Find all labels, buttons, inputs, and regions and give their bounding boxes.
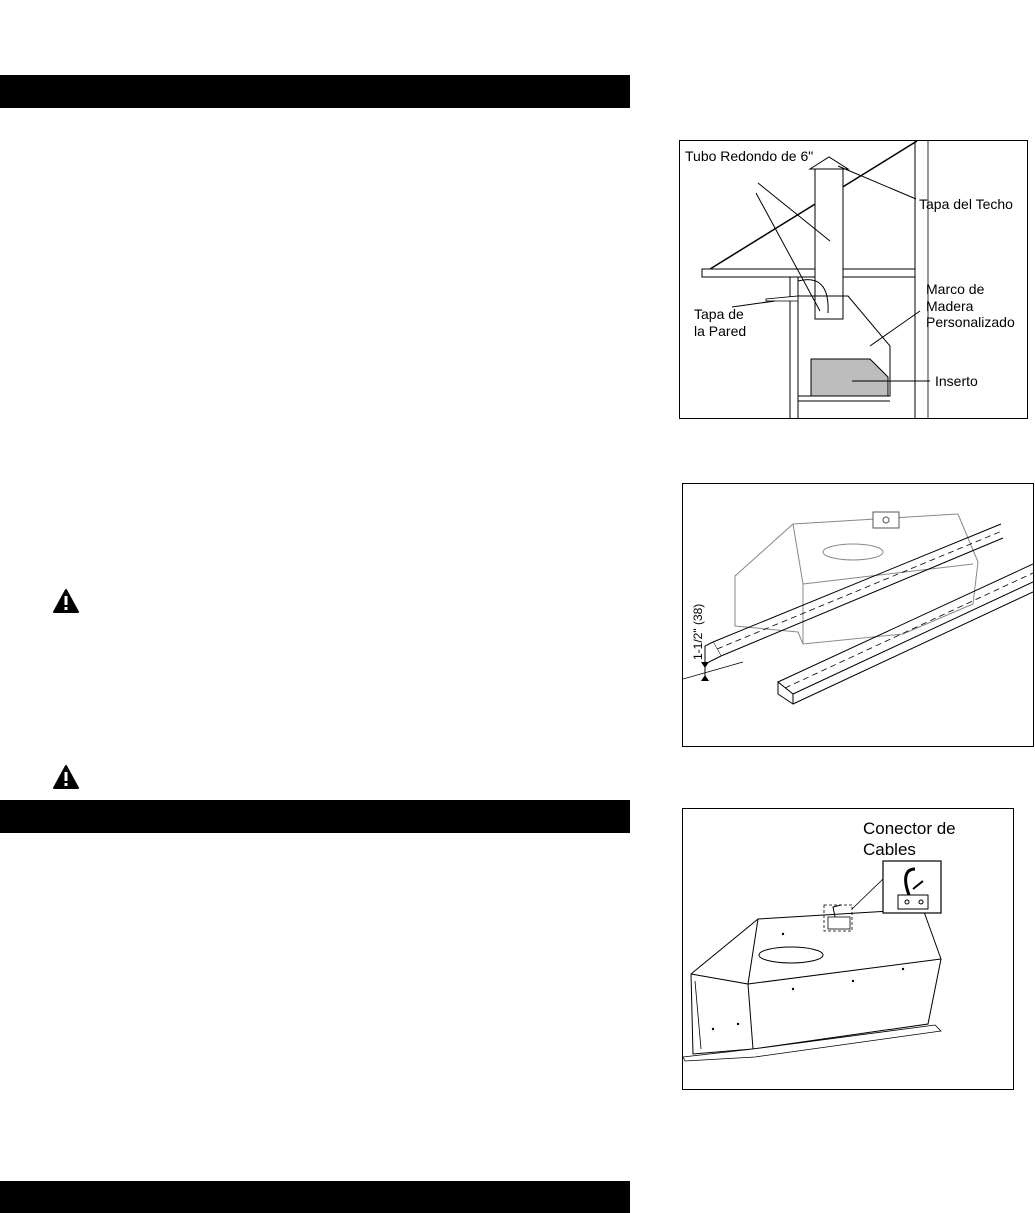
label-frame-2: Madera [926,298,974,314]
section-header-bar-1 [0,75,630,108]
warning-icon [53,589,79,613]
label-pipe: Tubo Redondo de 6" [685,148,813,164]
label-frame-3: Personalizado [926,314,1015,330]
label-connector-1: Conector de [863,819,956,838]
section-header-bar-2 [0,800,630,833]
warning-icon [53,765,79,789]
figure-wire-connector: Conector de Cables [682,808,1014,1090]
label-insert: Inserto [935,373,978,389]
label-roof-cap: Tapa del Techo [919,196,1013,212]
label-dimension: 1-1/2" (38) [691,604,705,660]
figure-joist-mounting: 1-1/2" (38) [682,483,1034,747]
label-wall-cap-1: Tapa de [694,306,744,322]
section-header-bar-3 [0,1181,630,1213]
label-connector-2: Cables [863,840,916,859]
figure-roof-installation: Tubo Redondo de 6" Tapa del Techo Marco … [679,140,1028,419]
label-wall-cap-2: la Pared [694,323,746,339]
label-frame-1: Marco de [926,281,985,297]
